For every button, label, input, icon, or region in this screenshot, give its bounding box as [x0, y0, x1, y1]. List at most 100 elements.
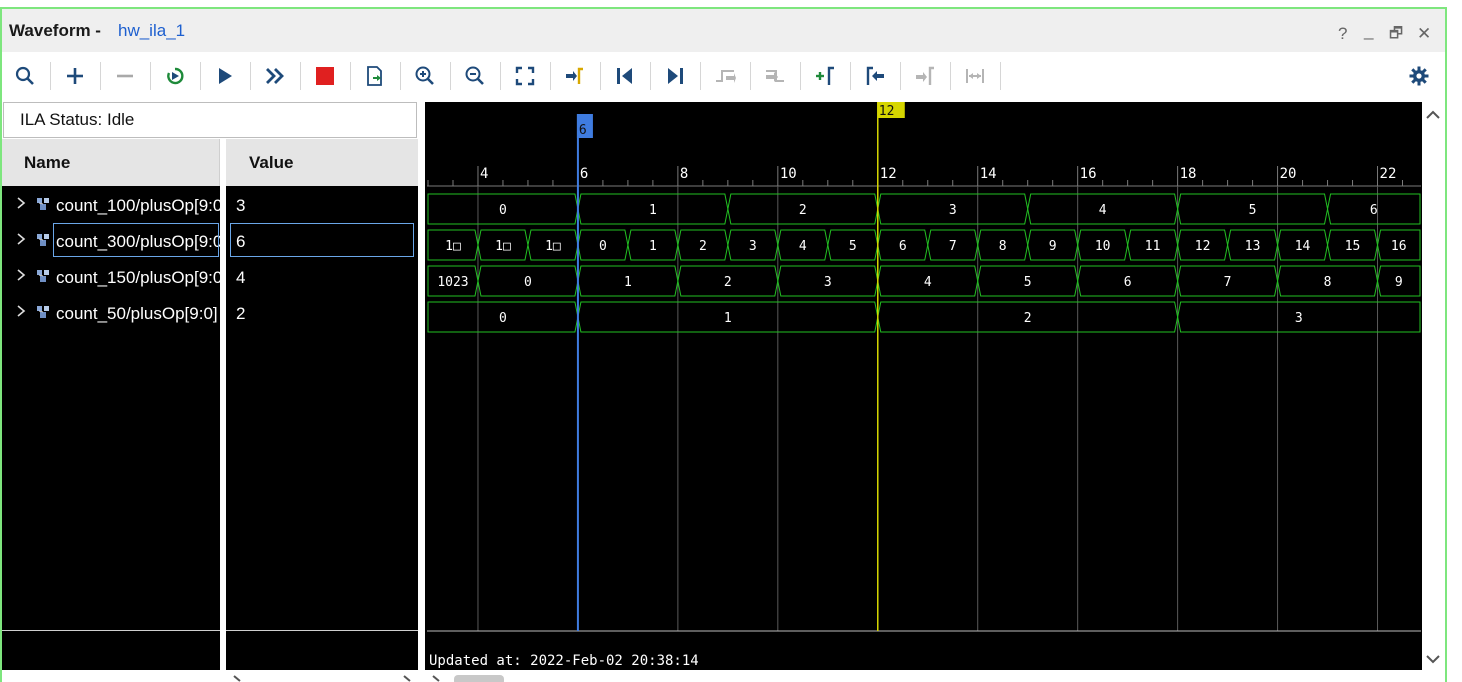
bus-value-label: 1□ [545, 239, 561, 254]
bus-value-label: 4 [799, 239, 807, 254]
minimize-icon[interactable]: _ [1364, 21, 1374, 40]
bus-value-label: 10 [1095, 239, 1111, 254]
zoom-out-icon[interactable] [463, 64, 487, 88]
bus-value-label: 0 [499, 203, 507, 218]
scroll-left-icon[interactable] [432, 675, 440, 682]
next-marker-icon[interactable] [913, 64, 937, 88]
bus-value-label: 1□ [445, 239, 461, 254]
chevron-right-icon[interactable] [14, 303, 28, 319]
zoom-fit-icon[interactable] [513, 64, 537, 88]
bus-value-label: 13 [1245, 239, 1261, 254]
swap-cursors-icon[interactable] [963, 64, 987, 88]
horizontal-scrollbar[interactable] [226, 670, 1422, 682]
cursor-label: 6 [579, 123, 587, 138]
go-to-cursor-icon[interactable] [563, 64, 587, 88]
toolbar-separator [650, 62, 651, 90]
bus-value-label: 2 [799, 203, 807, 218]
signal-value-row[interactable]: 3 [226, 187, 418, 223]
scroll-up-icon[interactable] [1426, 110, 1440, 119]
toolbar-separator [100, 62, 101, 90]
add-marker-icon[interactable] [813, 64, 837, 88]
signal-value-row[interactable]: 2 [226, 295, 418, 331]
next-transition-icon[interactable] [763, 64, 787, 88]
signal-value-list [226, 186, 418, 670]
bus-signal-icon [37, 270, 49, 282]
signal-value: 2 [236, 304, 246, 323]
scroll-down-icon[interactable] [1426, 655, 1440, 664]
toolbar-separator [500, 62, 501, 90]
bus-segment [1177, 301, 1421, 333]
export-icon[interactable] [363, 64, 387, 88]
vertical-scrollbar[interactable] [1422, 102, 1445, 670]
toolbar-separator [400, 62, 401, 90]
time-tick-label: 18 [1180, 166, 1197, 182]
signal-row[interactable]: count_100/plusOp[9:0] [2, 187, 220, 223]
bus-value-label: 2 [1024, 311, 1032, 326]
bus-value-label: 0 [599, 239, 607, 254]
bus-value-label: 8 [1324, 275, 1332, 290]
signal-value-row[interactable]: 4 [226, 259, 418, 295]
bus-value-label: 1 [649, 239, 657, 254]
signal-name: count_150/plusOp[9:0] [56, 268, 220, 287]
previous-transition-icon[interactable] [713, 64, 737, 88]
signal-row[interactable]: count_150/plusOp[9:0] [2, 259, 220, 295]
toolbar-separator [800, 62, 801, 90]
signal-row[interactable]: count_300/plusOp[9:0] [2, 223, 220, 259]
bus-value-label: 3 [949, 203, 957, 218]
scroll-right-icon[interactable] [403, 675, 411, 682]
chevron-right-icon[interactable] [14, 195, 28, 211]
search-icon[interactable] [13, 64, 37, 88]
stop-icon[interactable] [313, 64, 337, 88]
close-icon[interactable]: ✕ [1417, 24, 1432, 43]
bus-value-label: 1□ [495, 239, 511, 254]
bus-value-label: 9 [1049, 239, 1057, 254]
signal-row[interactable]: count_50/plusOp[9:0] [2, 295, 220, 331]
settings-icon[interactable] [1407, 64, 1431, 88]
previous-edge-icon[interactable] [613, 64, 637, 88]
bus-value-label: 1 [649, 203, 657, 218]
bus-value-label: 14 [1295, 239, 1311, 254]
name-column-header[interactable]: Name [2, 139, 220, 186]
add-icon[interactable] [63, 64, 87, 88]
marker-flag [877, 102, 905, 118]
divider [2, 630, 220, 631]
name-column-label: Name [24, 153, 71, 172]
bus-value-label: 12 [1195, 239, 1211, 254]
scroll-thumb[interactable] [454, 675, 504, 682]
run-immediate-icon[interactable] [263, 64, 287, 88]
time-tick-label: 14 [980, 166, 997, 182]
value-column-header[interactable]: Value [226, 139, 418, 186]
toolbar-separator [550, 62, 551, 90]
title-bar [2, 9, 1445, 52]
chevron-right-icon[interactable] [14, 231, 28, 247]
bus-value-label: 16 [1391, 239, 1407, 254]
signal-value: 6 [236, 232, 246, 251]
remove-icon[interactable] [113, 64, 137, 88]
zoom-in-icon[interactable] [413, 64, 437, 88]
chevron-right-icon[interactable] [14, 267, 28, 283]
toolbar-separator [1000, 62, 1001, 90]
run-icon[interactable] [213, 64, 237, 88]
signal-value-row[interactable]: 6 [226, 223, 418, 259]
run-trigger-icon[interactable] [163, 64, 187, 88]
bus-value-label: 1 [724, 311, 732, 326]
toolbar-separator [700, 62, 701, 90]
bus-value-label: 3 [1295, 311, 1303, 326]
toolbar-separator [900, 62, 901, 90]
ila-core-link[interactable]: hw_ila_1 [118, 21, 186, 40]
bus-value-label: 2 [699, 239, 707, 254]
bus-value-label: 15 [1345, 239, 1361, 254]
toolbar [2, 52, 1445, 100]
toolbar-separator [750, 62, 751, 90]
toolbar-separator [350, 62, 351, 90]
restore-icon[interactable]: 🗗 [1389, 25, 1404, 42]
scroll-left-icon[interactable] [233, 675, 241, 682]
previous-marker-icon[interactable] [863, 64, 887, 88]
bus-value-label: 5 [1249, 203, 1257, 218]
toolbar-separator [450, 62, 451, 90]
help-icon[interactable]: ? [1338, 24, 1348, 43]
bus-value-label: 4 [924, 275, 932, 290]
next-edge-icon[interactable] [663, 64, 687, 88]
time-tick-label: 22 [1380, 166, 1397, 182]
